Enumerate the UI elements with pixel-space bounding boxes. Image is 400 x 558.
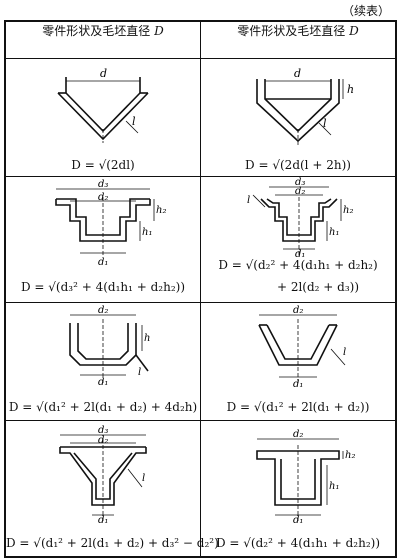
label-d2: d₂: [293, 429, 303, 440]
header-col2-text: 零件形状及毛坯直径: [237, 24, 346, 38]
formula-cone-cup: D = √(2dl): [71, 158, 135, 172]
cone-cup-drawing: d l: [57, 67, 149, 143]
cell-cone-cup-cylinder: d h l D = √(2d(l + 2h)): [200, 58, 397, 177]
formula-flanged-cup: D = √(d₂² + 4(d₁h₁ + d₂h₂)): [215, 535, 381, 550]
label-d3: d₃: [295, 177, 305, 188]
label-l: l: [138, 367, 141, 378]
label-d2: d₂: [98, 192, 108, 203]
formula-stepped-taper-line1: D = √(d₂² + 4(d₁h₁ + d₂h₂): [218, 258, 378, 272]
label-d1: d₁: [293, 515, 303, 525]
label-d2: d₂: [293, 305, 303, 316]
blank-diameter-table: 零件形状及毛坯直径 D 零件形状及毛坯直径 D: [4, 20, 397, 558]
cell-stepped-flange-taper: d₃ d₂ d₁ h₂ h₁ l D = √(d₂² + 4(d₁h₁ + d₂…: [200, 176, 397, 303]
table-row: d₂ h d₁ l D = √(d₁² + 2l(d₁ + d₂) + 4d₂h…: [4, 302, 397, 421]
cup-flare-drawing: d₂ h d₁ l: [69, 305, 150, 388]
header-col2: 零件形状及毛坯直径 D: [200, 20, 397, 59]
label-h1: h₁: [329, 227, 339, 238]
header-col2-var: D: [349, 24, 359, 38]
label-d1: d₁: [98, 515, 108, 525]
label-l: l: [343, 347, 346, 358]
label-d: d: [294, 67, 301, 80]
cell-funnel-flange: d₃ d₂ d₁ l D = √(d₁² + 2l(d₁ + d₂) + d₃²…: [4, 420, 219, 557]
formula-cone-cylinder: D = √(2d(l + 2h)): [245, 158, 351, 172]
label-h2: h₂: [156, 205, 166, 216]
funnel-flange-drawing: d₃ d₂ d₁ l: [59, 425, 147, 525]
label-d1: d₁: [98, 377, 108, 388]
label-d2: d₂: [98, 435, 108, 446]
label-h2: h₂: [345, 450, 355, 461]
table-row: d₃ d₂ h₂ h₁ d₁ D = √(d₃² + 4(d₁h₁ + d₂h₂…: [4, 176, 397, 303]
label-l: l: [132, 115, 136, 128]
formula-cup-flare: D = √(d₁² + 2l(d₁ + d₂) + 4d₂h): [8, 400, 198, 414]
table-header-row: 零件形状及毛坯直径 D 零件形状及毛坯直径 D: [4, 20, 397, 59]
label-d1: d₁: [295, 249, 305, 257]
stepped-flange-drawing: d₃ d₂ h₂ h₁ d₁: [55, 179, 166, 268]
label-d1: d₁: [98, 257, 108, 268]
flanged-cup-drawing: d₂ d₁ h₂ h₁: [256, 429, 355, 525]
header-col1-var: D: [154, 24, 164, 38]
label-d: d: [100, 67, 107, 80]
label-d2: d₂: [295, 186, 305, 197]
formula-funnel-flange: D = √(d₁² + 2l(d₁ + d₂) + d₃² − d₂²): [6, 535, 219, 550]
cone-cylinder-drawing: d h l: [256, 67, 354, 145]
table-row: d₃ d₂ d₁ l D = √(d₁² + 2l(d₁ + d₂) + d₃²…: [4, 420, 397, 557]
formula-stepped-flange: D = √(d₃² + 4(d₁h₁ + d₂h₂)): [20, 280, 186, 294]
label-d3: d₃: [98, 425, 108, 436]
header-col1-text: 零件形状及毛坯直径: [42, 24, 151, 38]
truncated-cone-drawing: d₂ d₁ l: [258, 305, 346, 389]
continued-label: （续表）: [341, 4, 390, 18]
formula-truncated-cone: D = √(d₁² + 2l(d₁ + d₂)): [226, 400, 370, 414]
label-d2: d₂: [98, 305, 108, 316]
cell-truncated-cone: d₂ d₁ l D = √(d₁² + 2l(d₁ + d₂)): [200, 302, 397, 421]
label-h: h: [347, 83, 354, 96]
header-col1: 零件形状及毛坯直径 D: [4, 20, 201, 59]
table-row: d l D = √(2dl) d h l: [4, 58, 397, 177]
cell-cone-cup: d l D = √(2dl): [4, 58, 201, 177]
cell-stepped-flange: d₃ d₂ h₂ h₁ d₁ D = √(d₃² + 4(d₁h₁ + d₂h₂…: [4, 176, 201, 303]
formula-stepped-taper-line2: + 2l(d₂ + d₃)): [276, 280, 360, 294]
label-h1: h₁: [142, 227, 152, 238]
cell-flanged-cup: d₂ d₁ h₂ h₁ D = √(d₂² + 4(d₁h₁ + d₂h₂)): [200, 420, 397, 557]
cell-cup-flare: d₂ h d₁ l D = √(d₁² + 2l(d₁ + d₂) + 4d₂h…: [4, 302, 201, 421]
label-h2: h₂: [343, 205, 353, 216]
label-h: h: [144, 333, 150, 344]
label-l: l: [142, 473, 145, 484]
stepped-flange-taper-drawing: d₃ d₂ d₁ h₂ h₁ l: [247, 177, 353, 257]
label-d3: d₃: [98, 179, 108, 190]
label-l: l: [247, 195, 250, 206]
label-l: l: [323, 117, 327, 130]
label-d1: d₁: [293, 379, 303, 389]
label-h1: h₁: [329, 481, 339, 492]
